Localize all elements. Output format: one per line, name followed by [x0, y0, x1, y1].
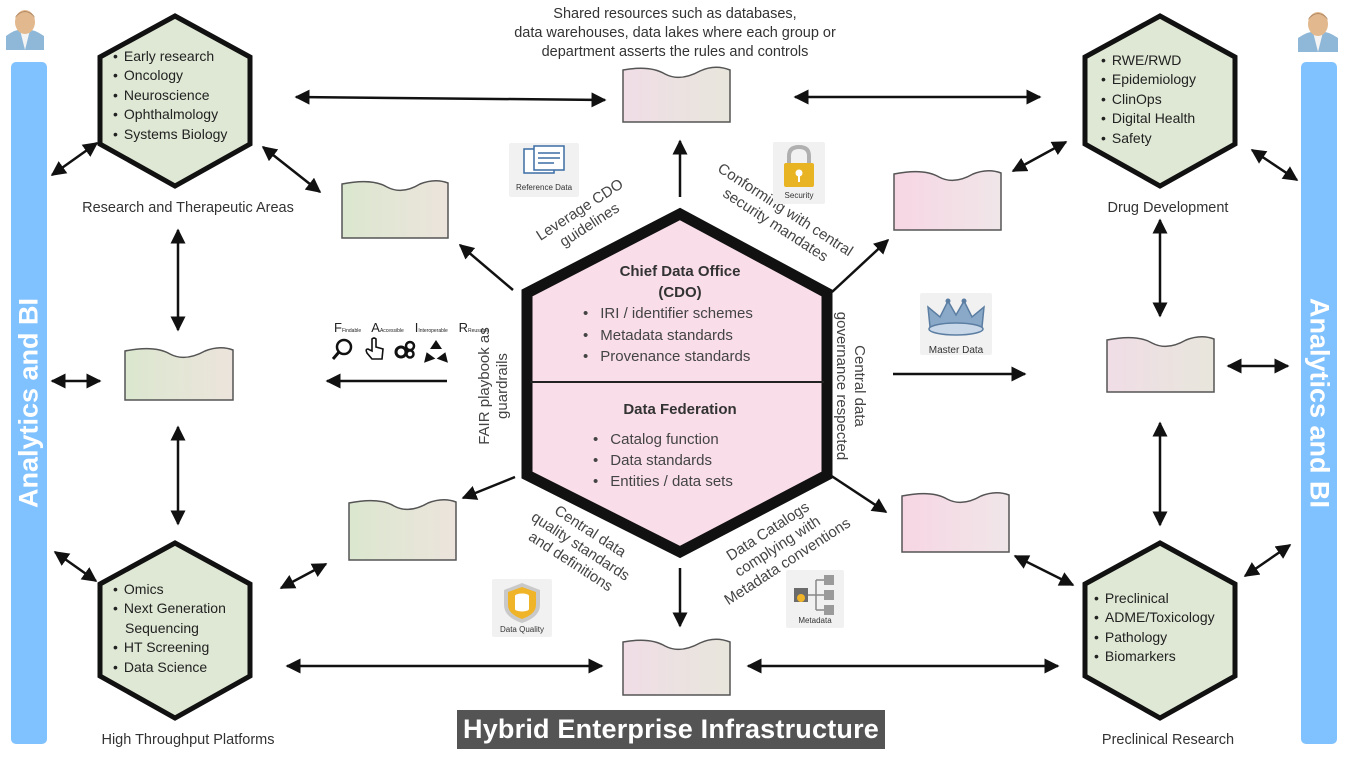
- infrastructure-banner: Hybrid Enterprise Infrastructure: [457, 710, 886, 749]
- research-label: Research and Therapeutic Areas: [82, 200, 294, 216]
- analytics-bar-left: [11, 62, 47, 744]
- list-item: Systems Biology: [113, 125, 227, 144]
- preclinical-label: Preclinical Research: [1101, 732, 1235, 748]
- top-note-line-3: department asserts the rules and control…: [541, 44, 809, 60]
- arrow-bar-research: [50, 141, 99, 177]
- arrow-cdo-ht-db: [461, 475, 516, 500]
- data-quality-caption: Data Quality: [499, 625, 545, 634]
- recycle-icon: [424, 340, 448, 363]
- list-item: HT Screening: [113, 638, 226, 657]
- analytics-label-left: Analytics and BI: [13, 297, 44, 509]
- high-throughput-label: High Throughput Platforms: [101, 732, 275, 748]
- avatar-left: [6, 10, 44, 50]
- database-preclinical: [901, 492, 1010, 553]
- drug-development-label: Drug Development: [1107, 200, 1229, 216]
- list-item: ADME/Toxicology: [1094, 608, 1215, 627]
- list-item: Biomarkers: [1094, 647, 1215, 666]
- data-quality-icon: Data Quality: [492, 579, 552, 637]
- database-research: [341, 180, 449, 239]
- analytics-bar-right: [1301, 62, 1337, 744]
- list-item: Digital Health: [1101, 109, 1196, 128]
- arrow-cdo-research-db: [458, 244, 514, 291]
- list-item: Data Science: [113, 658, 226, 677]
- database-high-throughput: [348, 499, 457, 561]
- list-item: IRI / identifier schemes: [583, 303, 753, 325]
- list-item: Preclinical: [1094, 589, 1215, 608]
- fair-letters: FFindable AAccessible IInteroperable RRe…: [334, 320, 490, 335]
- database-shapes: [124, 66, 1215, 696]
- list-item: Catalog function: [593, 429, 733, 450]
- arrow-ht-db: [279, 562, 328, 590]
- federation-title: Data Federation: [623, 401, 737, 418]
- arrow-db-preclinical: [1013, 554, 1075, 587]
- list-item: Data standards: [593, 450, 733, 471]
- list-item: ClinOps: [1101, 90, 1196, 109]
- top-note-line-1: Shared resources such as databases,: [553, 6, 797, 22]
- list-item: Entities / data sets: [593, 471, 733, 492]
- reference-data-icon: Reference Data: [509, 143, 579, 197]
- analytics-label-right: Analytics and BI: [1304, 297, 1335, 509]
- security-icon: Security: [773, 142, 825, 204]
- research-list: Early research Oncology Neuroscience Oph…: [113, 47, 227, 144]
- magnifier-icon: [331, 338, 353, 360]
- arrow-drug-bar: [1250, 148, 1299, 182]
- list-item: Omics: [113, 580, 226, 599]
- hand-pointer-icon: [365, 337, 384, 360]
- list-item: Provenance standards: [583, 346, 753, 368]
- master-data-icon: Master Data: [920, 293, 992, 356]
- federation-list: Catalog function Data standards Entities…: [593, 429, 733, 492]
- database-top: [622, 66, 731, 123]
- list-item: Next Generation: [113, 599, 226, 618]
- drug-development-list: RWE/RWD Epidemiology ClinOps Digital Hea…: [1101, 51, 1196, 148]
- avatar-right: [1298, 12, 1338, 52]
- master-data-caption: Master Data: [928, 345, 984, 356]
- arrows: [50, 89, 1299, 674]
- top-note-line-2: data warehouses, data lakes where each g…: [514, 25, 836, 41]
- metadata-caption: Metadata: [798, 616, 832, 625]
- high-throughput-list: Omics Next Generation Sequencing HT Scre…: [113, 580, 226, 677]
- database-bottom: [622, 638, 731, 696]
- arrow-bar-ht: [53, 550, 98, 583]
- list-item: Metadata standards: [583, 325, 753, 347]
- list-item: Sequencing: [125, 619, 199, 636]
- arrow-preclinical-bar: [1243, 543, 1292, 578]
- list-item: Pathology: [1094, 628, 1215, 647]
- arrow-cdo-preclinical-db: [829, 473, 888, 514]
- reference-data-caption: Reference Data: [515, 183, 573, 192]
- list-item: Ophthalmology: [113, 105, 227, 124]
- arrow-research-db: [261, 146, 322, 193]
- gears-icon: [394, 340, 416, 359]
- list-item: Epidemiology: [1101, 70, 1196, 89]
- security-caption: Security: [784, 191, 814, 200]
- list-item: Safety: [1101, 129, 1196, 148]
- database-drug-development: [893, 170, 1002, 231]
- list-item: RWE/RWD: [1101, 51, 1196, 70]
- arrow-drug-db: [1011, 140, 1068, 173]
- cdo-subtitle: (CDO): [658, 284, 702, 301]
- list-item: Neuroscience: [113, 86, 227, 105]
- fair-icons: [331, 337, 448, 363]
- arrow-cdo-drug-db: [831, 238, 890, 293]
- arrow-research-top: [294, 89, 607, 108]
- cdo-list: IRI / identifier schemes Metadata standa…: [583, 303, 753, 368]
- database-left-center: [124, 347, 234, 401]
- metadata-icon: Metadata: [786, 570, 844, 628]
- list-item: Early research: [113, 47, 227, 66]
- preclinical-list: Preclinical ADME/Toxicology Pathology Bi…: [1094, 589, 1215, 667]
- database-right-center: [1106, 336, 1215, 393]
- cdo-title: Chief Data Office: [619, 263, 741, 280]
- list-item: Oncology: [113, 66, 227, 85]
